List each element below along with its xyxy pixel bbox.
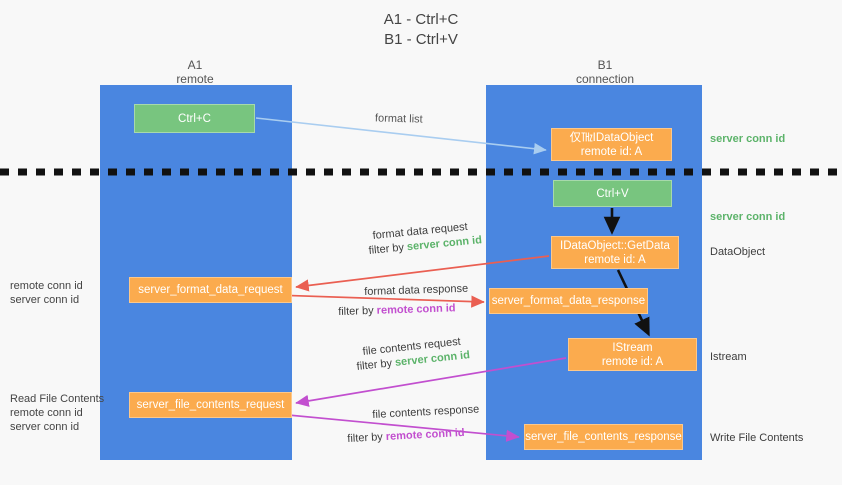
annotation-server-conn-id-mid: server conn id <box>710 211 786 223</box>
edge-file-contents-request <box>295 357 567 407</box>
node-server-file-contents-request[interactable]: server_file_contents_request <box>129 392 292 418</box>
filter-prefix: filter by <box>338 304 377 318</box>
node-server-format-data-request[interactable]: server_format_data_request <box>129 277 292 303</box>
column-header-b1: B1 connection <box>575 58 635 86</box>
filter-key-remote-conn-id: remote conn id <box>385 426 465 443</box>
node-istream[interactable]: IStream remote id: A <box>568 338 697 371</box>
annotation-server-conn-id-1: server conn id <box>10 294 80 306</box>
annotation-istream: Istream <box>710 351 747 363</box>
node-server-format-data-response[interactable]: server_format_data_response <box>489 288 648 314</box>
node-ctrl-v[interactable]: Ctrl+V <box>553 180 672 207</box>
edge-format-data-request <box>295 255 550 292</box>
filter-prefix: filter by <box>368 241 408 257</box>
annotation-remote-conn-id-2: remote conn id <box>10 407 83 419</box>
node-server-file-contents-response[interactable]: server_file_contents_response <box>524 424 683 450</box>
annotation-left-conn-ids-1: remote conn id server conn id <box>10 279 83 307</box>
annotation-left-conn-ids-2: Read File Contents remote conn id server… <box>10 392 104 434</box>
annotation-server-conn-id-2: server conn id <box>10 421 80 433</box>
annotation-remote-conn-id-1: remote conn id <box>10 280 83 292</box>
annotation-read-file-contents: Read File Contents <box>10 393 105 405</box>
filter-prefix: filter by <box>356 356 396 373</box>
node-ctrl-c[interactable]: Ctrl+C <box>134 104 255 133</box>
column-header-a1: A1 remote <box>176 58 214 86</box>
edge-label-format-list: format list <box>374 112 423 126</box>
page-title: A1 - Ctrl+C B1 - Ctrl+V <box>383 11 459 48</box>
node-idataobject[interactable]: 仅㎔IDataObject remote id: A <box>551 128 672 161</box>
filter-prefix: filter by <box>347 430 387 445</box>
edge-format-list <box>255 117 547 155</box>
annotation-dataobject: DataObject <box>710 246 766 258</box>
annotation-server-conn-id-top: server conn id <box>710 133 786 145</box>
annotation-write-file-contents: Write File Contents <box>710 432 804 444</box>
filter-key-remote-conn-id: remote conn id <box>376 302 456 317</box>
node-idataobject-getdata[interactable]: IDataObject::GetData remote id: A <box>551 236 679 269</box>
